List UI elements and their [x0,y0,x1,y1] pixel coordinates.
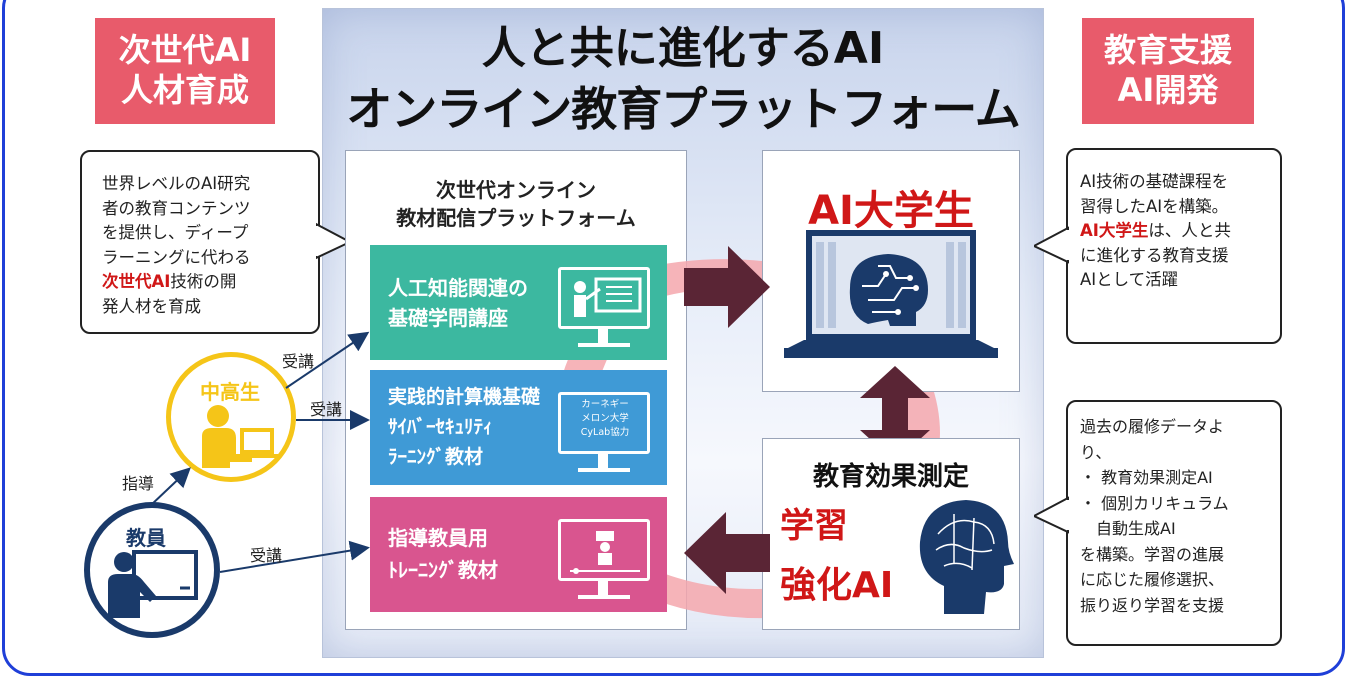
course-cyber-line1: 実践的計算機基礎 [388,386,541,408]
right-bottom-bubble-tail [1034,496,1070,534]
course-ai-basics-line2: 基礎学問講座 [388,306,508,330]
attend-label-3: 受講 [250,546,283,565]
right-header-line1: 教育支援 [1103,31,1232,69]
course-cyber-line2: ｻｲﾊﾞｰｾｷｭﾘﾃｨ [388,416,493,438]
left-header-box: 次世代AI 人材育成 [95,18,275,124]
right-top-line5: AIとして活躍 [1080,270,1179,289]
arrow-from-effect [684,512,770,594]
course-cyber-line3: ﾗｰﾆﾝｸﾞ教材 [388,446,484,468]
left-bubble-tail [316,222,352,260]
student-circle [166,352,296,482]
left-bubble-line1: 世界レベルのAI研究 [102,174,251,193]
left-bubble-highlight: 次世代AI [102,272,171,291]
right-bottom-line8: 振り返り学習を支援 [1080,595,1225,615]
left-header-line2: 人材育成 [120,71,249,109]
right-header-box: 教育支援 AI開発 [1082,18,1254,124]
student-laptop-icon [202,405,278,468]
course-ai-basics[interactable]: 人工知能関連の 基礎学問講座 [370,245,667,360]
left-bubble-line3: を提供し、ディープ [102,223,249,242]
ai-student-title: AI大学生 [808,188,974,234]
right-bottom-line3: ・ 教育効果測定AI [1080,468,1213,487]
platform-title-line1: 次世代オンライン [436,178,596,202]
right-top-line2: 習得したAIを構築。 [1080,196,1229,216]
right-speech-bubble-top: AI技術の基礎課程を 習得したAIを構築。 AI大学生は、人と共 に進化する教育… [1066,148,1282,344]
course-cyber-security[interactable]: 実践的計算機基礎 ｻｲﾊﾞｰｾｷｭﾘﾃｨ ﾗｰﾆﾝｸﾞ教材 カーネギー メロン大… [370,370,667,485]
platform-title-line2: 教材配信プラットフォーム [396,206,636,230]
screen-line1: カーネギー [581,399,629,410]
arrow-to-ai-student [684,246,770,328]
laptop-brain-icon [784,230,998,358]
right-top-line3: AI大学生は、人と共 [1080,219,1280,244]
effect-line3: 強化AI [780,565,894,606]
left-speech-bubble: 世界レベルのAI研究 者の教育コンテンツ を提供し、ディープ ラーニングに代わる… [80,150,320,334]
right-top-line3-rest: は、人と共 [1148,221,1231,240]
left-bubble-line5: 次世代AI技術の開 [102,270,318,295]
right-bottom-line6: を構築。学習の進展 [1080,544,1225,564]
course-ai-basics-line1: 人工知能関連の [388,276,528,300]
right-bottom-line4: ・ 個別カリキュラム [1080,493,1229,513]
right-top-bubble-tail [1034,226,1070,264]
video-player-icon [570,531,640,574]
effect-line1: 教育効果測定 [812,462,969,492]
guide-label: 指導 [122,474,155,493]
attend-label-2: 受講 [310,400,343,419]
monitor-screen-text: カーネギー メロン大学 CyLab協力 [564,398,646,440]
right-top-highlight: AI大学生 [1080,221,1149,240]
teacher-circle [84,502,220,638]
left-bubble-line5-rest: 技術の開 [170,272,237,291]
teacher-label: 教員 [126,526,166,550]
course-teacher-line2: ﾄﾚｰﾆﾝｸﾞ教材 [388,558,498,582]
screen-line2: メロン大学 [581,413,629,424]
effect-line2: 学習 [780,506,848,546]
monitor-icon [558,519,650,581]
right-bottom-line5: 自動生成AI [1080,519,1176,538]
right-speech-bubble-bottom: 過去の履修データよ り、 ・ 教育効果測定AI ・ 個別カリキュラム 自動生成A… [1066,400,1282,646]
right-bottom-line1: 過去の履修データよ [1080,417,1225,436]
right-header-line2: AI開発 [1117,71,1219,109]
right-bottom-line2: り、 [1080,442,1112,462]
left-bubble-line4: ラーニングに代わる [102,247,251,267]
student-label: 中高生 [200,380,260,404]
left-bubble-line2: 者の教育コンテンツ [102,198,251,218]
left-header-line1: 次世代AI [118,31,252,69]
main-title-line1: 人と共に進化するAI [481,23,885,74]
main-title-line2: オンライン教育プラットフォーム [346,82,1021,136]
head-brain-icon [919,500,1014,614]
teacher-whiteboard-icon [574,277,642,317]
monitor-icon [558,392,650,454]
monitor-icon [558,267,650,329]
teacher-blackboard-icon [108,550,198,618]
right-bottom-line7: に応じた履修選択、 [1080,570,1225,589]
course-teacher-line1: 指導教員用 [388,526,488,550]
course-teacher-training[interactable]: 指導教員用 ﾄﾚｰﾆﾝｸﾞ教材 [370,497,667,612]
left-bubble-line6: 発人材を育成 [102,296,201,316]
screen-line3: CyLab協力 [580,427,630,438]
attend-label-1: 受講 [282,352,315,371]
right-top-line4: に進化する教育支援 [1080,245,1229,265]
right-top-line1: AI技術の基礎課程を [1080,172,1229,191]
